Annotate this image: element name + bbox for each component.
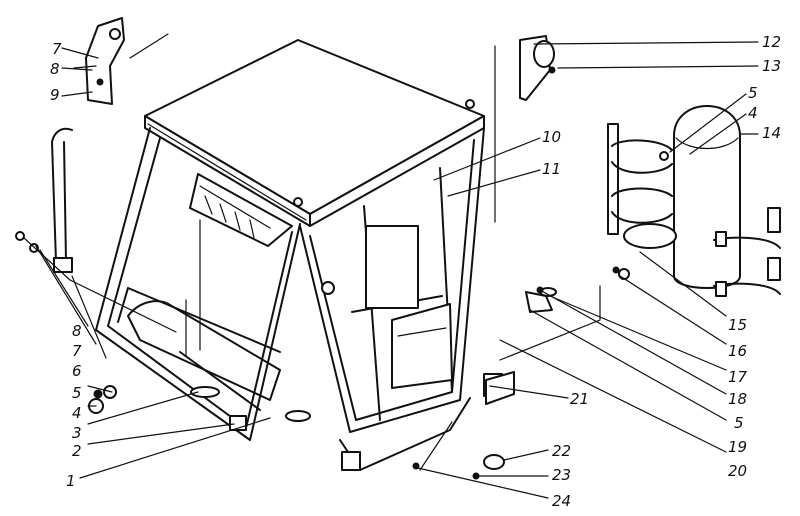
part-label-8-top: 8: [50, 60, 60, 78]
cab-roof: [144, 39, 485, 227]
part-label-19: 19: [728, 438, 747, 456]
part-label-10: 10: [542, 128, 561, 146]
cylinder-tank: [673, 105, 781, 297]
part-label-4-right: 4: [748, 104, 758, 122]
part-label-13: 13: [762, 57, 781, 75]
bracket-top-right: [494, 35, 556, 223]
part-label-6: 6: [72, 362, 82, 380]
part-label-1: 1: [66, 472, 76, 490]
cab-front-frame: [95, 127, 311, 441]
left-tube: [15, 127, 177, 333]
bracket-top-left: [73, 17, 169, 105]
part-label-22: 22: [552, 442, 571, 460]
part-label-5-right-top: 5: [748, 84, 758, 102]
part-label-20: 20: [728, 462, 747, 480]
strap-clamps: [607, 123, 677, 249]
part-label-7-top: 7: [52, 40, 62, 58]
bottom-right-parts: [412, 371, 515, 480]
part-label-2: 2: [72, 442, 82, 460]
part-label-23: 23: [552, 466, 571, 484]
part-label-18: 18: [728, 390, 747, 408]
part-label-15: 15: [728, 316, 747, 334]
part-label-11: 11: [542, 160, 561, 178]
part-label-9: 9: [50, 86, 60, 104]
part-label-17: 17: [728, 368, 748, 386]
small-parts-right: [499, 266, 630, 361]
part-label-16: 16: [728, 342, 747, 360]
cab-rear-frame: [293, 99, 503, 471]
part-label-12: 12: [762, 33, 781, 51]
leader-lines: [35, 41, 759, 499]
part-label-4-left: 4: [72, 404, 82, 422]
part-label-24: 24: [552, 492, 571, 510]
part-label-8-left: 8: [72, 322, 82, 340]
part-label-5-left: 5: [72, 384, 82, 402]
part-label-21: 21: [570, 390, 589, 408]
part-label-3: 3: [72, 424, 82, 442]
part-label-7-left: 7: [72, 342, 82, 360]
part-label-5-right-bottom: 5: [734, 414, 744, 432]
part-labels: 7 8 9 12 13 5 4 14 10 11 15 16 17 18 5 1…: [50, 33, 781, 510]
part-label-14: 14: [762, 124, 781, 142]
